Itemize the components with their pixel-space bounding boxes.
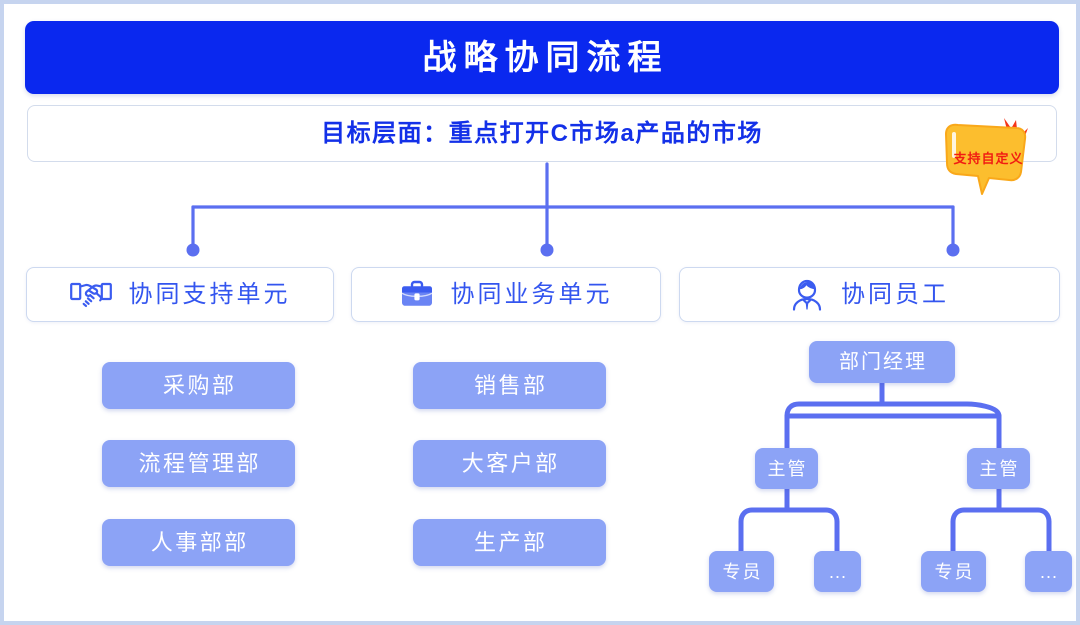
page-title: 战略协同流程 — [422, 38, 669, 77]
org-node-supervisor[interactable]: 主管 — [967, 448, 1030, 489]
department-chip[interactable]: 采购部 — [102, 362, 295, 409]
speech-bubble-icon — [945, 118, 1028, 195]
department-chip[interactable]: 大客户部 — [413, 440, 606, 487]
department-label: 人事部部 — [150, 529, 249, 555]
org-node-label: ... — [1039, 561, 1058, 582]
org-node-label: 专员 — [934, 561, 975, 582]
briefcase-icon — [400, 280, 434, 310]
org-node-label: 专员 — [722, 561, 763, 582]
department-label: 销售部 — [473, 372, 548, 398]
org-node-label: 主管 — [767, 458, 808, 479]
goal-level-bar: 目标层面：重点打开C市场a产品的市场 — [27, 105, 1057, 162]
goal-level-text: 目标层面：重点打开C市场a产品的市场 — [321, 119, 763, 147]
department-label: 采购部 — [162, 372, 237, 398]
custom-support-callout: 支持自定义 — [942, 114, 1034, 202]
org-node-more[interactable]: ... — [814, 551, 861, 592]
unit-card-label: 协同业务单元 — [450, 280, 613, 308]
org-node-staff[interactable]: 专员 — [921, 551, 986, 592]
employee-icon — [790, 278, 824, 312]
org-node-label: 部门经理 — [839, 351, 927, 373]
unit-card-support[interactable]: 协同支持单元 — [26, 267, 334, 322]
department-label: 大客户部 — [461, 450, 560, 476]
department-chip[interactable]: 销售部 — [413, 362, 606, 409]
department-chip[interactable]: 生产部 — [413, 519, 606, 566]
org-node-manager[interactable]: 部门经理 — [809, 341, 955, 383]
department-label: 流程管理部 — [138, 450, 261, 476]
department-chip[interactable]: 流程管理部 — [102, 440, 295, 487]
org-node-supervisor[interactable]: 主管 — [755, 448, 818, 489]
org-node-label: ... — [828, 561, 847, 582]
department-chip[interactable]: 人事部部 — [102, 519, 295, 566]
unit-card-business[interactable]: 协同业务单元 — [351, 267, 661, 322]
page-title-bar: 战略协同流程 — [25, 21, 1059, 94]
org-node-staff[interactable]: 专员 — [709, 551, 774, 592]
org-node-more[interactable]: ... — [1025, 551, 1072, 592]
handshake-icon — [69, 280, 112, 310]
department-label: 生产部 — [473, 529, 548, 555]
org-node-label: 主管 — [979, 458, 1020, 479]
unit-card-label: 协同员工 — [841, 280, 949, 308]
unit-card-label: 协同支持单元 — [128, 280, 291, 308]
unit-card-employee[interactable]: 协同员工 — [679, 267, 1060, 322]
